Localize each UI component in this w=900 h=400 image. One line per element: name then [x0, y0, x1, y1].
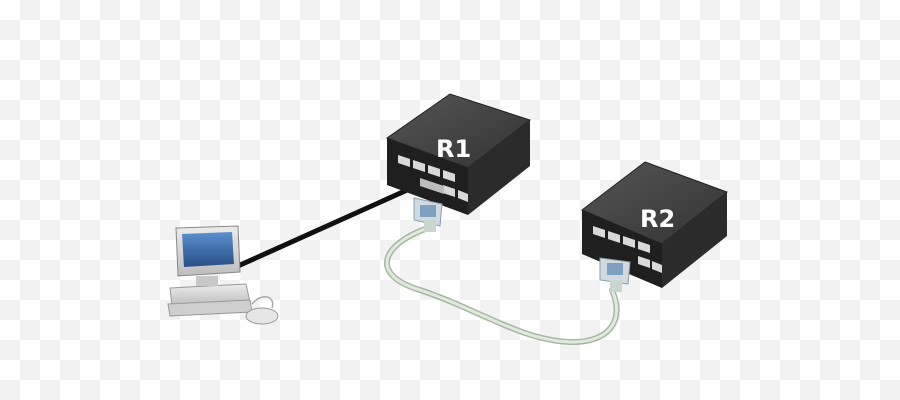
- router-r2-side: [662, 192, 727, 288]
- ethernet-cable: [235, 179, 428, 269]
- router-r2[interactable]: R2: [581, 161, 729, 288]
- router-r1-front: [387, 138, 468, 215]
- router-r2-label: R2: [640, 205, 675, 233]
- mouse-icon: [245, 296, 279, 325]
- monitor-screen: [182, 232, 234, 267]
- router-r1-ports: [398, 155, 468, 202]
- serial-connector-r1: [413, 197, 443, 232]
- router-r2-ports: [593, 226, 662, 273]
- computer-icon[interactable]: [167, 225, 253, 317]
- router-r1-label: R1: [436, 135, 471, 163]
- router-r1[interactable]: R1: [385, 93, 532, 215]
- serial-connector-r2: [599, 257, 631, 292]
- router-r1-side: [468, 120, 530, 215]
